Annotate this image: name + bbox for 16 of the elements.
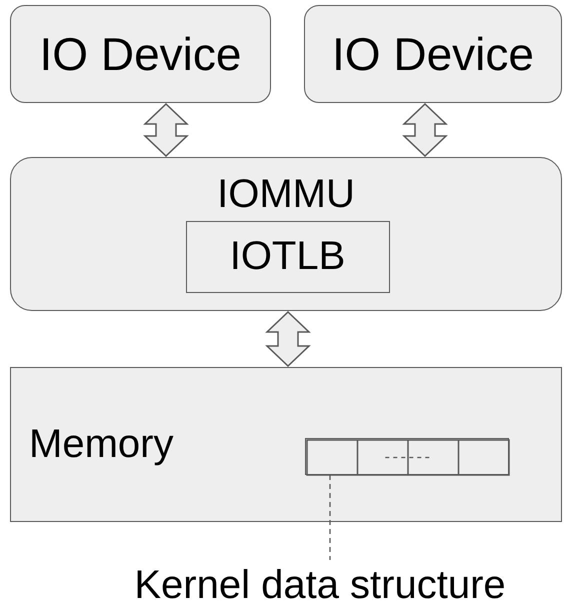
double-block-arrow xyxy=(402,102,448,158)
leader-line xyxy=(329,475,331,560)
data-structure-array xyxy=(304,438,508,474)
memory-box xyxy=(10,367,562,522)
annotation-text: Kernel data structure xyxy=(134,562,506,608)
device-box xyxy=(10,5,271,103)
device-box xyxy=(304,5,562,103)
iommu-box xyxy=(10,157,562,311)
double-block-arrow xyxy=(265,310,311,368)
node-label: IOTLB xyxy=(230,234,346,279)
double-block-arrow xyxy=(143,102,189,158)
node-label: IO Device xyxy=(332,27,534,81)
iotlb-box xyxy=(186,220,390,292)
node-label: IO Device xyxy=(40,27,242,81)
node-label: Memory xyxy=(29,422,174,467)
node-label: IOMMU xyxy=(217,172,355,217)
